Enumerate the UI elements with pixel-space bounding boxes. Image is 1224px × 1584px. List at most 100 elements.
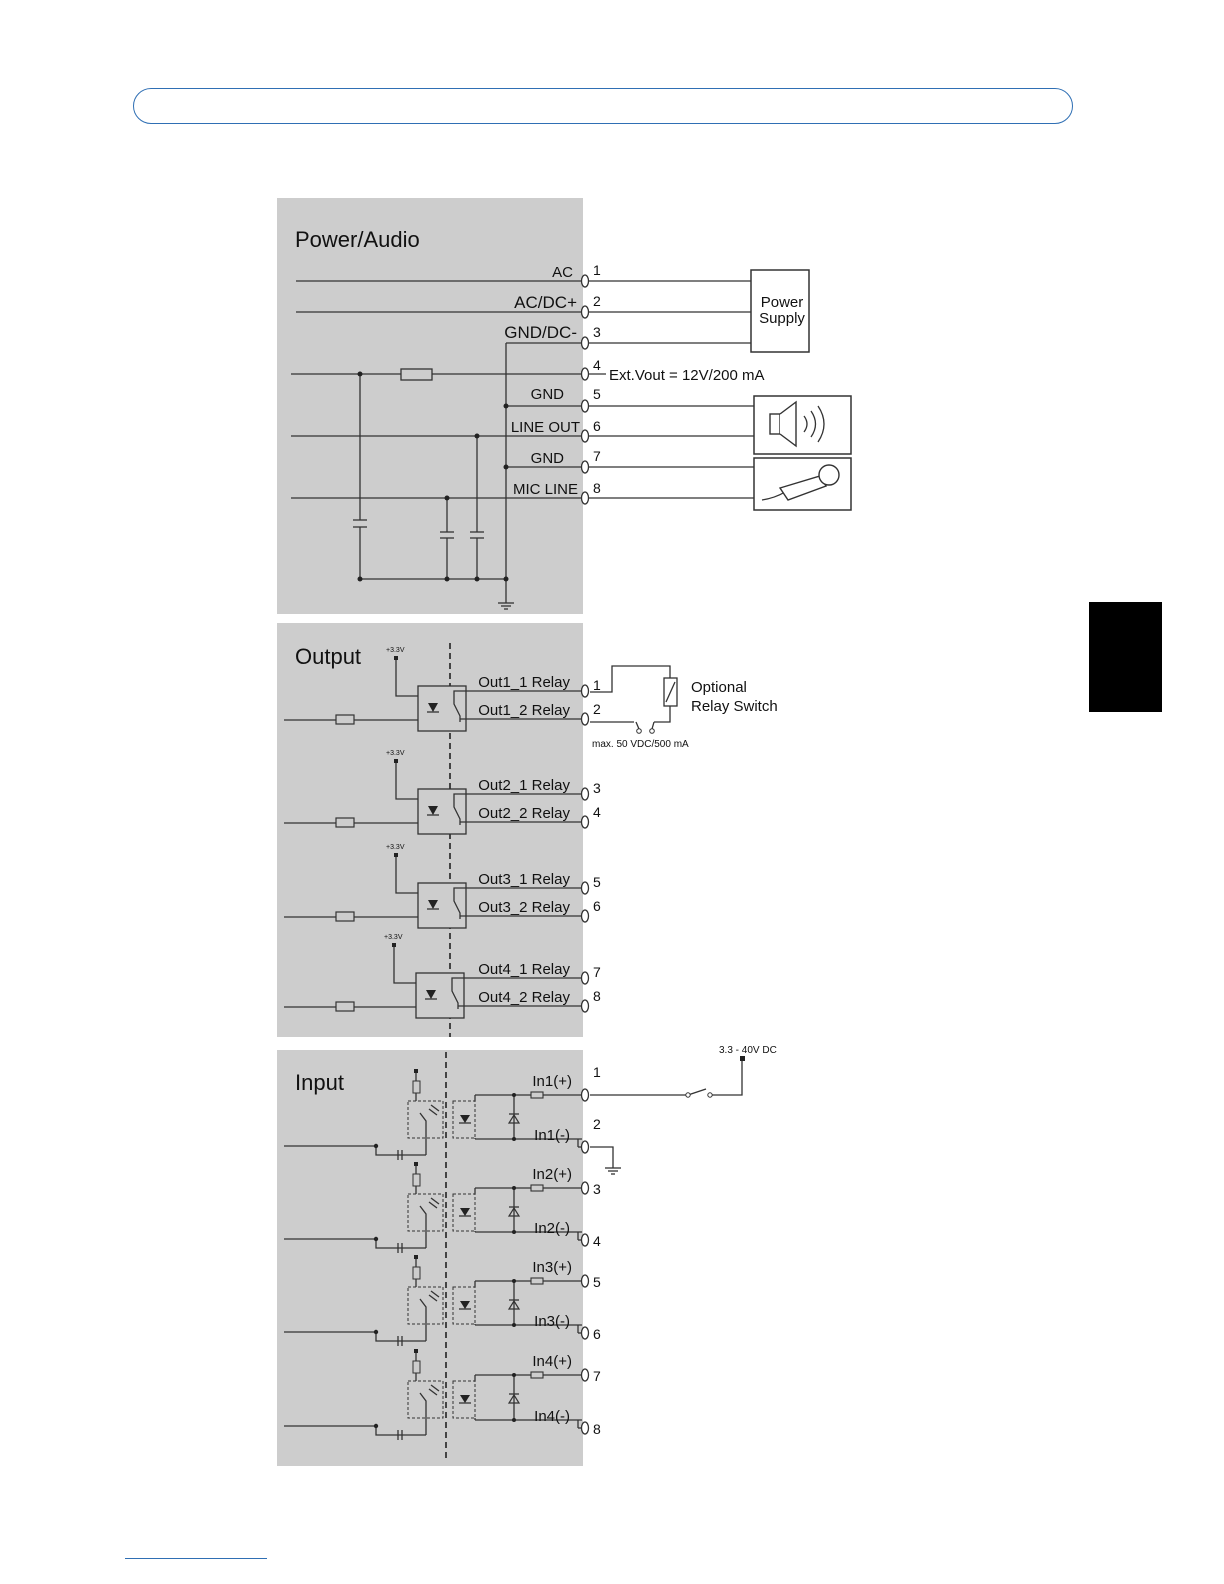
relay-box [417, 788, 467, 835]
terminal [580, 881, 590, 895]
led-box [452, 1100, 476, 1139]
microphone-icon [753, 457, 852, 511]
power-supply-label: Supply [759, 310, 805, 327]
signal-label: LINE OUT [511, 419, 580, 436]
speaker-icon [753, 395, 852, 455]
input-group: In1(+)In1(-)12In2(+)In2(-)34In3(+)In3(-)… [284, 1064, 601, 1440]
input-panel: Input In1(+)In1(-)12In2(+)In2(-)34In3(+)… [277, 1050, 601, 1466]
power-audio-terminals: 1 2 3 4 5 6 7 8 Ext.Vout = 12V/200 mA [580, 262, 765, 505]
led-icon [460, 1208, 470, 1216]
input-channel: In1(+)In1(-)12 [284, 1064, 601, 1160]
relay-label: Out2_1 Relay [478, 777, 570, 794]
input-label: In2(-) [534, 1220, 570, 1237]
input-label: In1(+) [532, 1073, 572, 1090]
terminal [580, 815, 590, 829]
pin-number: 6 [593, 418, 601, 434]
pin-number: 1 [593, 677, 601, 693]
supply-label: +3.3V [386, 844, 405, 851]
supply-label: +3.3V [386, 750, 405, 757]
pin-number: 6 [593, 898, 601, 914]
footer-rule [125, 1558, 267, 1559]
input-label: In3(-) [534, 1313, 570, 1330]
input-external-switch: 3.3 - 40V DC [590, 1045, 777, 1175]
input-channel: In2(+)In2(-)34 [284, 1162, 601, 1253]
header-bar [133, 88, 1073, 124]
pin-number: 2 [593, 293, 601, 309]
optional-label: Relay Switch [691, 698, 778, 715]
terminal [580, 1274, 590, 1288]
pin-number: 4 [593, 804, 601, 820]
terminal [580, 909, 590, 923]
terminal [580, 1368, 590, 1382]
pin-number: 7 [593, 964, 601, 980]
relay-label: Out4_2 Relay [478, 989, 570, 1006]
input-label: In2(+) [532, 1166, 572, 1183]
pin-number: 5 [593, 386, 601, 402]
pin-number: 8 [593, 988, 601, 1004]
signal-label: AC/DC+ [514, 293, 577, 312]
led-icon [428, 703, 438, 712]
pin-number: 3 [593, 780, 601, 796]
led-box [452, 1193, 476, 1232]
relay-box [415, 972, 465, 1019]
pin-number: 1 [593, 1064, 601, 1080]
relay-label: Out3_2 Relay [478, 899, 570, 916]
max-rating-label: max. 50 VDC/500 mA [592, 739, 689, 750]
phototransistor-box [407, 1100, 444, 1139]
pin-number: 6 [593, 1326, 601, 1342]
power-supply-box: Power Supply [750, 269, 810, 353]
optional-label: Optional [691, 679, 747, 696]
pin-number: 7 [593, 1368, 601, 1384]
relay-box [417, 685, 467, 732]
input-channel: In4(+)In4(-)78 [284, 1349, 601, 1440]
optional-relay-switch: Optional Relay Switch max. 50 VDC/500 mA [590, 665, 778, 750]
pin-number: 8 [593, 1421, 601, 1437]
input-channel: In3(+)In3(-)56 [284, 1255, 601, 1346]
relay-label: Out4_1 Relay [478, 961, 570, 978]
panel-title: Output [295, 644, 361, 669]
terminal [580, 1326, 590, 1340]
panel-title: Input [295, 1070, 344, 1095]
led-icon [426, 990, 436, 999]
terminal [580, 1233, 590, 1247]
dc-range-label: 3.3 - 40V DC [719, 1045, 777, 1056]
pin-number: 1 [593, 262, 601, 278]
relay-label: Out1_1 Relay [478, 674, 570, 691]
pin-number: 8 [593, 480, 601, 496]
section-tab [1089, 602, 1162, 712]
ext-vout-label: Ext.Vout = 12V/200 mA [609, 367, 765, 384]
pin-number: 2 [593, 1116, 601, 1132]
pin-number: 4 [593, 1233, 601, 1249]
phototransistor-box [407, 1380, 444, 1419]
led-icon [428, 900, 438, 909]
led-icon [460, 1301, 470, 1309]
relay-label: Out1_2 Relay [478, 702, 570, 719]
relay-box [417, 882, 467, 929]
supply-label: +3.3V [386, 647, 405, 654]
relay-label: Out2_2 Relay [478, 805, 570, 822]
led-box [452, 1286, 476, 1325]
led-icon [460, 1395, 470, 1403]
signal-label: GND [531, 450, 565, 467]
led-icon [428, 806, 438, 815]
terminal [580, 999, 590, 1013]
terminal [580, 712, 590, 726]
terminal [580, 1181, 590, 1195]
terminal [580, 1421, 590, 1435]
signal-label: GND [531, 386, 565, 403]
led-box [452, 1380, 476, 1419]
terminal [580, 1140, 590, 1154]
pin-number: 2 [593, 701, 601, 717]
pin-number: 3 [593, 324, 601, 340]
pin-number: 5 [593, 874, 601, 890]
signal-label: AC [552, 264, 573, 281]
pin-number: 7 [593, 448, 601, 464]
phototransistor-box [407, 1286, 444, 1325]
